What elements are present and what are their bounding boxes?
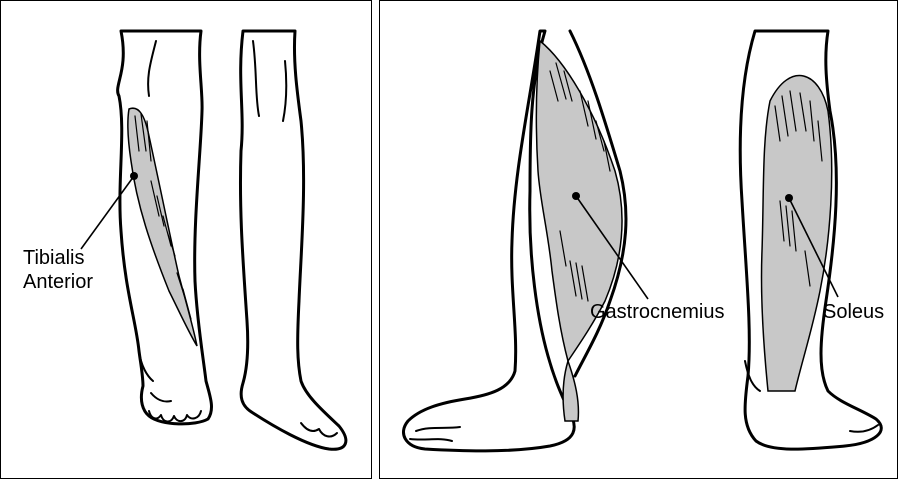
tibialis-pointer-dot	[130, 172, 138, 180]
gastrocnemius-leader-line	[576, 196, 648, 299]
tibialis-leader-line	[81, 176, 134, 249]
calf-leaders	[380, 1, 897, 478]
soleus-pointer-dot	[785, 194, 793, 202]
back-view-panel: Gastrocnemius Soleus	[379, 0, 898, 479]
soleus-leader-line	[789, 198, 838, 297]
front-view-panel: Tibialis Anterior	[0, 0, 372, 479]
gastrocnemius-pointer-dot	[572, 192, 580, 200]
tibialis-leader	[1, 1, 371, 478]
